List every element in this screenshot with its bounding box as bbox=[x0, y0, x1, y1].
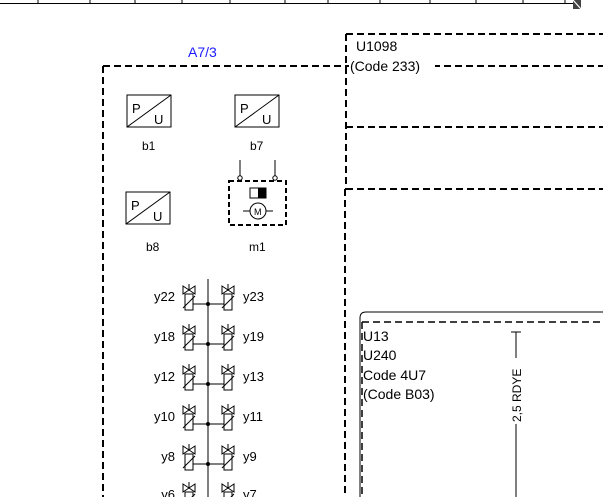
valve-row: y10 y11 bbox=[154, 404, 263, 431]
svg-text:U: U bbox=[154, 112, 163, 127]
valve-y8 bbox=[182, 444, 196, 471]
u13-line2: U240 bbox=[363, 347, 397, 363]
valve-label-y18: y18 bbox=[154, 329, 175, 344]
valve-row: y6 y7 bbox=[161, 482, 257, 497]
svg-text:M: M bbox=[254, 207, 262, 217]
valve-label-y13: y13 bbox=[243, 369, 264, 384]
valve-label-y9: y9 bbox=[243, 449, 257, 464]
svg-text:P: P bbox=[132, 101, 141, 116]
u13-line4: (Code B03) bbox=[363, 386, 435, 402]
module-label: A7/3 bbox=[188, 44, 217, 60]
svg-text:U: U bbox=[262, 112, 271, 127]
valve-label-y22: y22 bbox=[154, 289, 175, 304]
u13-line1: U13 bbox=[363, 328, 389, 344]
valve-y10 bbox=[182, 404, 196, 431]
label-b1: b1 bbox=[142, 139, 156, 153]
u13-line3: Code 4U7 bbox=[363, 367, 426, 383]
valve-row: y12 y13 bbox=[154, 364, 264, 391]
valve-y12 bbox=[182, 364, 196, 391]
valve-row: y8 y9 bbox=[161, 444, 257, 471]
svg-text:U: U bbox=[153, 209, 162, 224]
valve-y9 bbox=[221, 444, 235, 471]
sensor-b7: P U bbox=[234, 94, 280, 128]
valve-y7 bbox=[221, 482, 235, 497]
valve-label-y23: y23 bbox=[243, 289, 264, 304]
module-a7-3-boundary bbox=[102, 65, 345, 497]
valve-y6 bbox=[182, 482, 196, 497]
valve-row: y22 y23 bbox=[154, 284, 264, 311]
u1098-line1: U1098 bbox=[356, 38, 397, 54]
svg-text:P: P bbox=[131, 198, 140, 213]
label-b8: b8 bbox=[146, 240, 160, 254]
valve-label-y19: y19 bbox=[243, 329, 264, 344]
sensor-b8: P U bbox=[125, 191, 171, 225]
u13-boundary bbox=[359, 311, 603, 497]
label-b7: b7 bbox=[250, 139, 264, 153]
corner-marker bbox=[572, 0, 582, 10]
valve-bank: y22 y23 y18 y19 y12 y13 y10 y11 y8 y9 y6 y7 bbox=[154, 284, 264, 497]
svg-text:P: P bbox=[240, 101, 249, 116]
valve-y23 bbox=[221, 284, 235, 311]
valve-label-y6: y6 bbox=[161, 487, 175, 497]
valve-label-y7: y7 bbox=[243, 487, 257, 497]
valve-y13 bbox=[221, 364, 235, 391]
wire-label-bg bbox=[508, 358, 524, 424]
sensor-b1: P U bbox=[126, 94, 172, 128]
u1098-boundary bbox=[344, 33, 603, 497]
valve-label-y8: y8 bbox=[161, 449, 175, 464]
valve-label-y11: y11 bbox=[243, 409, 263, 424]
valve-y11 bbox=[221, 404, 235, 431]
wire-label: 2,5 RDYE bbox=[510, 369, 524, 422]
label-m1: m1 bbox=[249, 240, 266, 254]
valve-y22 bbox=[182, 284, 196, 311]
motor-m1: M bbox=[228, 160, 287, 226]
u1098-line2: (Code 233) bbox=[350, 58, 420, 74]
top-frame bbox=[0, 0, 575, 4]
valve-y19 bbox=[221, 324, 235, 351]
valve-label-y12: y12 bbox=[154, 369, 175, 384]
valve-label-y10: y10 bbox=[154, 409, 175, 424]
valve-row: y18 y19 bbox=[154, 324, 264, 351]
u1098-label-bg bbox=[349, 54, 435, 74]
valve-y18 bbox=[182, 324, 196, 351]
